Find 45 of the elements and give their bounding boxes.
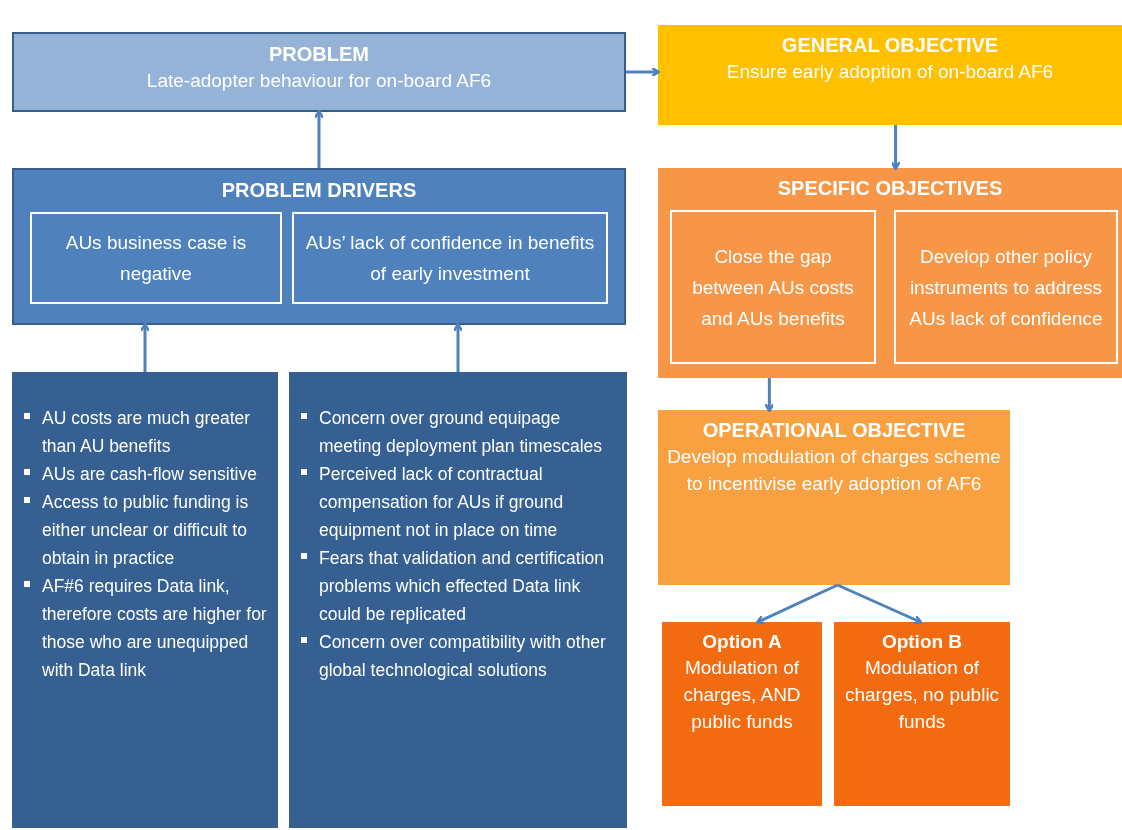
objective-box (658, 25, 1122, 125)
heading: Option B (881, 630, 963, 654)
heading: OPERATIONAL OBJECTIVE (702, 418, 966, 443)
bullet-text: Perceived lack of contractual compensation for AUs if ground equipment not in place on time (319, 463, 565, 542)
option-box (834, 622, 1010, 806)
heading: Option A (702, 630, 782, 654)
description: AUs business case is negative (64, 231, 248, 286)
arrow (139, 322, 151, 372)
bullet-text: Fears that validation and certification problems which effected Data link could be replicated (319, 547, 606, 626)
drivers-panel (12, 168, 626, 325)
bullet-text: AUs are cash-flow sensitive (42, 463, 257, 486)
objectives-panel (658, 168, 1122, 378)
driver-box (292, 212, 608, 304)
bullet-text: AF#6 requires Data link, therefore costs are higher for those who are unequipped with Data link (42, 575, 268, 682)
description: Ensure early adoption of on-board AF6 (726, 60, 1054, 84)
heading: SPECIFIC OBJECTIVES (777, 176, 1003, 201)
arrow (764, 378, 775, 413)
causes-panel (12, 372, 278, 828)
description: Close the gap between AUs costs and AUs benefits (691, 244, 855, 331)
driver-box (30, 212, 282, 304)
arrow (313, 109, 325, 168)
arrow (755, 583, 839, 625)
arrow (626, 66, 661, 78)
arrow (452, 322, 464, 372)
description: Modulation of charges, AND public funds (682, 655, 802, 734)
heading: GENERAL OBJECTIVE (781, 33, 999, 58)
causes-panel (289, 372, 627, 828)
objective-box (670, 210, 876, 364)
problem-box (12, 32, 626, 112)
description: Late-adopter behaviour for on-board AF6 (146, 69, 492, 93)
arrow (890, 125, 901, 171)
heading: PROBLEM (269, 42, 369, 67)
option-box (662, 622, 822, 806)
description: Develop modulation of charges scheme to incentivise early adoption of AF6 (666, 445, 1002, 496)
bullet-text: AU costs are much greater than AU benefits (42, 407, 252, 458)
bullet-text: Concern over compatibility with other global technological solutions (319, 631, 607, 682)
bullet-text: Access to public funding is either unclear or difficult to obtain in practice (42, 491, 250, 570)
operational-box (658, 410, 1010, 585)
heading: PROBLEM DRIVERS (221, 178, 417, 203)
description: Develop other policy instruments to address AUs lack of confidence (908, 244, 1104, 331)
bullet-text: Concern over ground equipage meeting deployment plan timescales (319, 407, 604, 458)
arrow (836, 583, 923, 625)
objective-box (894, 210, 1118, 364)
description: AUs’ lack of confidence in benefits of early investment (304, 231, 596, 286)
description: Modulation of charges, no public funds (843, 655, 1001, 734)
